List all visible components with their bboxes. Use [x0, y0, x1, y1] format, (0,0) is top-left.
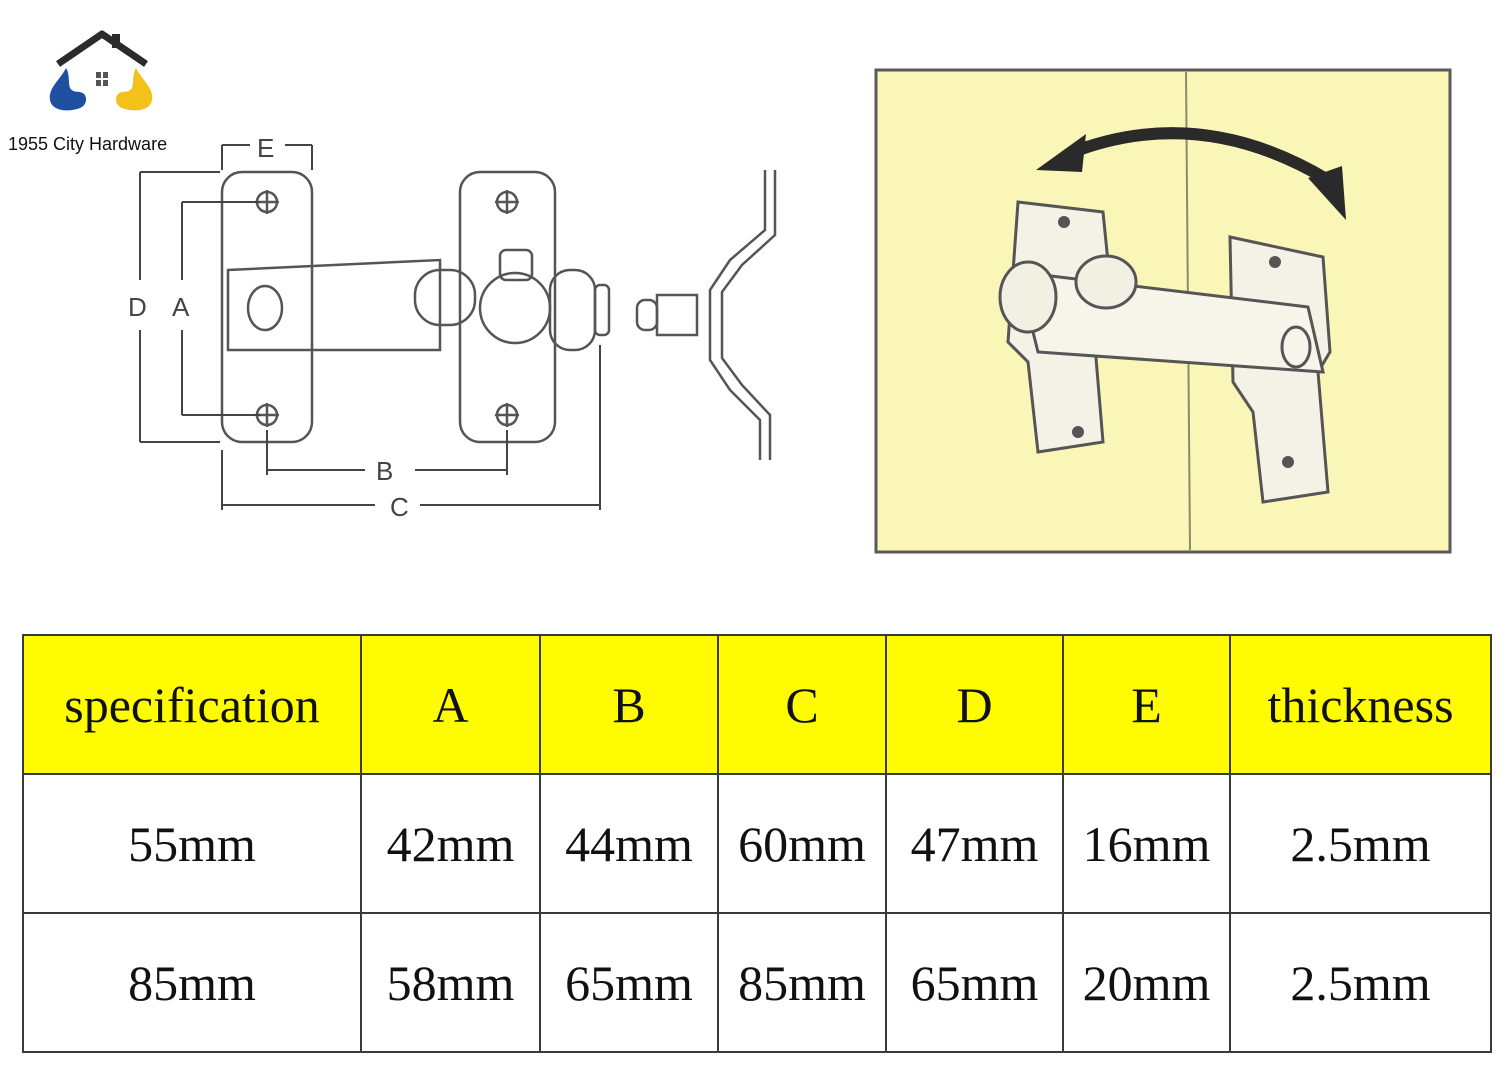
side-view-profile [708, 170, 767, 460]
house-hands-icon [49, 30, 153, 111]
label-d: D [128, 292, 147, 322]
table-cell: 20mm [1062, 912, 1231, 1053]
table-cell: 2.5mm [1229, 912, 1492, 1053]
brand-logo: 1955 City Hardware [0, 28, 210, 158]
table-cell: 85mm [717, 912, 887, 1053]
knob-left-illustration [998, 260, 1058, 334]
table-cell: 47mm [885, 773, 1064, 914]
label-c: C [390, 492, 409, 522]
table-cell: 60mm [717, 773, 887, 914]
header-c: C [717, 634, 887, 775]
header-d: D [885, 634, 1064, 775]
table-cell: 58mm [360, 912, 541, 1053]
header-a: A [360, 634, 541, 775]
table-cell: 55mm [22, 773, 362, 914]
label-e: E [257, 133, 274, 163]
table-cell: 16mm [1062, 773, 1231, 914]
table-cell: 65mm [539, 912, 719, 1053]
dimension-labels: E D A B C [128, 133, 409, 522]
table-cell: 44mm [539, 773, 719, 914]
header-thickness: thickness [1229, 634, 1492, 775]
pivot-knob [478, 271, 552, 345]
label-a: A [172, 292, 190, 322]
table-row: 55mm 42mm 44mm 60mm 47mm 16mm 2.5mm [22, 773, 1492, 914]
table-cell: 85mm [22, 912, 362, 1053]
latch-technical-drawing: E D A B C [128, 133, 777, 522]
latch-usage-illustration [874, 68, 1452, 554]
brand-name: 1955 City Hardware [8, 134, 168, 154]
specification-table: specification A B C D E thickness 55mm 4… [22, 634, 1492, 1053]
knob-right-illustration [1074, 254, 1138, 310]
double-headed-curved-arrow-icon [1036, 127, 1346, 220]
swing-arm [226, 258, 442, 352]
header-b: B [539, 634, 719, 775]
table-row: 85mm 58mm 65mm 85mm 65mm 20mm 2.5mm [22, 912, 1492, 1053]
table-header-row: specification A B C D E thickness [22, 634, 1492, 775]
label-b: B [376, 456, 393, 486]
table-cell: 2.5mm [1229, 773, 1492, 914]
dimension-lines [139, 144, 601, 510]
table-cell: 65mm [885, 912, 1064, 1053]
table-cell: 42mm [360, 773, 541, 914]
header-specification: specification [22, 634, 362, 775]
header-e: E [1062, 634, 1231, 775]
